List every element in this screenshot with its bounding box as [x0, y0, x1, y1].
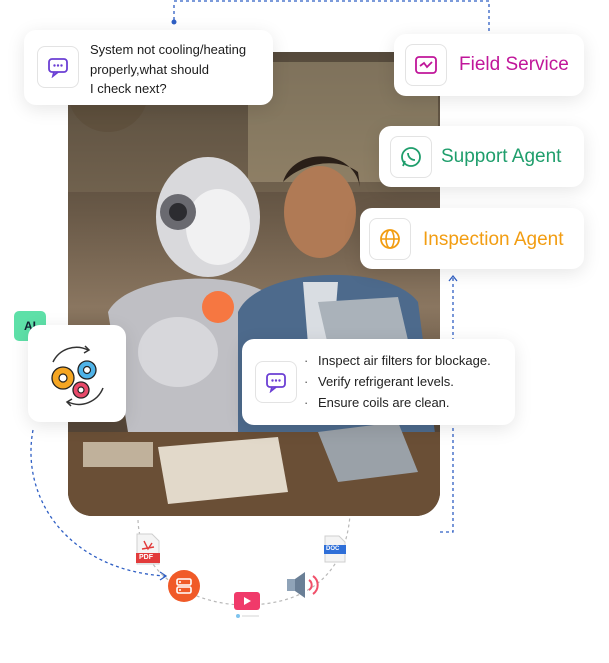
agent-card-inspection-agent[interactable]: Inspection Agent	[360, 208, 584, 269]
doc-label: DOC	[326, 546, 340, 552]
agent-label-inspection-agent: Inspection Agent	[423, 229, 564, 250]
chat-icon	[255, 361, 297, 403]
database-icon	[168, 570, 200, 602]
answer-item: Inspect air filters for blockage.	[304, 350, 491, 371]
globe-icon	[369, 218, 411, 260]
chat-icon	[37, 46, 79, 88]
agent-label-support-agent: Support Agent	[441, 146, 562, 167]
photo-illustration	[68, 52, 440, 516]
whatsapp-icon	[390, 136, 432, 178]
answer-list: Inspect air filters for blockage. Verify…	[304, 350, 491, 413]
robot-and-man-photo	[68, 52, 440, 516]
pdf-file-icon: PDF	[136, 533, 160, 570]
ai-gears-card	[28, 325, 126, 422]
agent-label-field-service: Field Service	[459, 54, 569, 75]
agent-card-support-agent[interactable]: Support Agent	[379, 126, 584, 187]
field-service-icon	[405, 44, 447, 86]
doc-file-icon: DOC	[324, 535, 346, 568]
query-line-1: System not cooling/heating	[90, 42, 247, 57]
speaker-icon	[285, 569, 323, 606]
query-line-2: properly,what should	[90, 61, 209, 77]
user-query-card: System not cooling/heating properly,what…	[24, 30, 273, 105]
answer-item: Verify refrigerant levels.	[304, 371, 491, 392]
ai-answer-card: Inspect air filters for blockage. Verify…	[242, 339, 515, 425]
answer-item: Ensure coils are clean.	[304, 392, 491, 413]
agent-card-field-service[interactable]: Field Service	[394, 34, 584, 96]
gears-icon	[51, 345, 104, 407]
query-line-3: I check next?	[90, 81, 167, 96]
video-icon	[233, 591, 261, 624]
pdf-label: PDF	[139, 554, 153, 561]
